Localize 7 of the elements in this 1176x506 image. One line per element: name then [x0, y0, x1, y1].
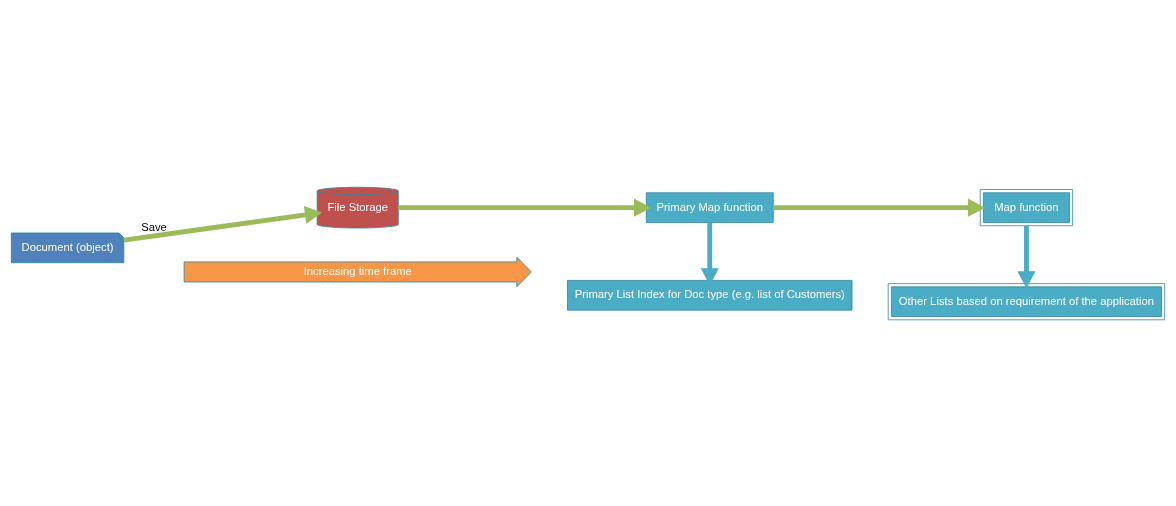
node-box: Primary Map function: [645, 191, 774, 223]
arrow: [398, 198, 652, 217]
arrow: [773, 198, 986, 217]
arrow: [1017, 225, 1036, 289]
edge-label: Save: [141, 220, 167, 233]
node-box: Primary List Index for Doc type (e.g. list of Customers): [567, 279, 853, 311]
arrow: [123, 205, 323, 242]
